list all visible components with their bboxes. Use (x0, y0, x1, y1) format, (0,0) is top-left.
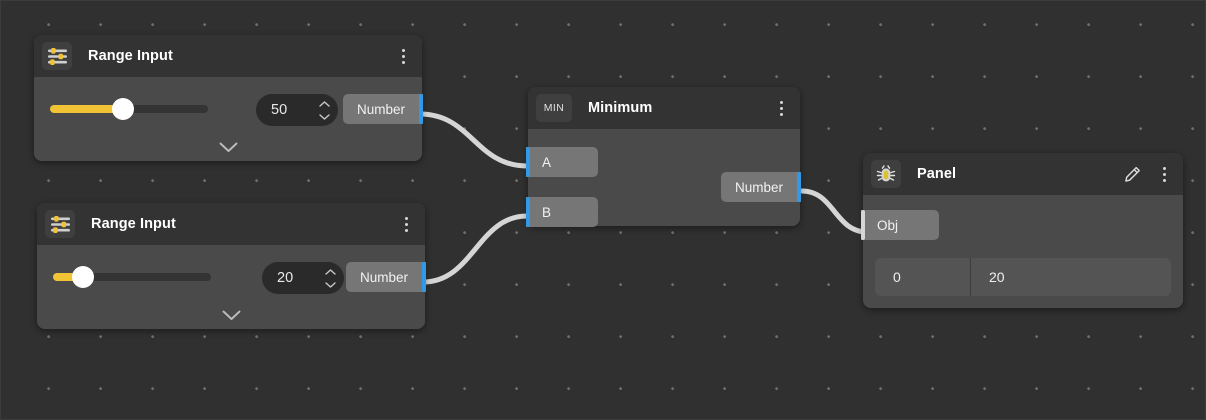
input-port-obj[interactable]: Obj (861, 210, 939, 240)
port-label: Number (734, 179, 783, 195)
chevron-up-icon (324, 268, 336, 275)
bug-icon (871, 160, 901, 188)
node-panel[interactable]: Panel Obj 0 20 (861, 153, 1183, 308)
slider-thumb[interactable] (72, 266, 95, 288)
node-title: Range Input (88, 48, 173, 64)
expand-toggle[interactable] (216, 306, 246, 324)
port-label: A (542, 154, 552, 170)
sliders-icon (42, 42, 72, 70)
min-badge-icon: MIN (536, 94, 572, 122)
output-port-number[interactable]: Number (345, 262, 427, 292)
port-label: Number (356, 101, 405, 117)
node-title: Panel (917, 166, 957, 182)
node-header[interactable]: Range Input (37, 203, 425, 245)
wire-range2-to-min-b (420, 213, 530, 285)
sliders-icon (45, 210, 75, 238)
node-header[interactable]: MIN Minimum (528, 87, 800, 129)
node-range-input-1[interactable]: Range Input 50 (34, 35, 424, 161)
wire-min-to-panel-obj (799, 188, 870, 235)
number-input-value: 50 (271, 102, 288, 118)
input-port-b[interactable]: B (526, 197, 598, 227)
port-label: Obj (877, 217, 899, 233)
kebab-menu-icon[interactable] (394, 45, 412, 67)
node-body: 20 Number (37, 245, 427, 329)
output-port-number[interactable]: Number (342, 94, 424, 124)
wire-range1-to-min-a (417, 111, 530, 169)
number-input-value: 20 (277, 270, 294, 286)
chevron-down-icon (219, 142, 237, 152)
node-minimum[interactable]: MIN Minimum A B Number (526, 87, 802, 227)
chevron-up-icon (318, 100, 330, 107)
chevron-down-icon (324, 281, 336, 288)
range-slider[interactable] (53, 266, 211, 288)
node-header[interactable]: Panel (863, 153, 1183, 195)
number-stepper[interactable] (313, 94, 335, 126)
slider-fill (50, 105, 123, 113)
number-stepper[interactable] (319, 262, 341, 294)
port-label: Number (359, 269, 408, 285)
table-cell-value: 20 (989, 269, 1005, 285)
expand-toggle[interactable] (213, 138, 243, 156)
kebab-menu-icon[interactable] (772, 97, 790, 119)
output-port-number[interactable]: Number (720, 172, 802, 202)
chevron-down-icon (318, 113, 330, 120)
kebab-menu-icon[interactable] (397, 213, 415, 235)
chevron-down-icon (222, 310, 240, 320)
slider-track (53, 273, 211, 281)
node-header[interactable]: Range Input (34, 35, 422, 77)
node-body: A B Number (526, 129, 802, 227)
number-input[interactable]: 20 (262, 262, 344, 294)
node-title: Minimum (588, 100, 653, 116)
panel-output-table: 0 20 (875, 258, 1171, 296)
pencil-icon[interactable] (1121, 163, 1143, 185)
node-body: 50 Number (34, 77, 424, 161)
input-port-a[interactable]: A (526, 147, 598, 177)
kebab-menu-icon[interactable] (1155, 163, 1173, 185)
table-cell-index: 0 (875, 258, 971, 296)
node-body: Obj 0 20 (861, 195, 1183, 308)
number-input[interactable]: 50 (256, 94, 338, 126)
port-label: B (542, 204, 552, 220)
slider-fill (53, 273, 84, 281)
slider-thumb[interactable] (111, 98, 134, 120)
range-slider[interactable] (50, 98, 208, 120)
node-title: Range Input (91, 216, 176, 232)
node-range-input-2[interactable]: Range Input 20 (37, 203, 427, 329)
